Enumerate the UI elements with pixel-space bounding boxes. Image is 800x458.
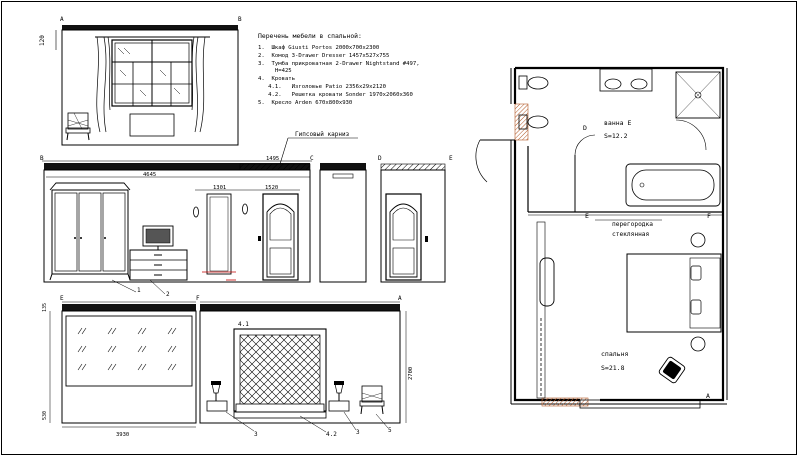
armchair-plan <box>658 356 686 384</box>
callout-2: 2 <box>166 291 170 298</box>
spec-item-5: 5. Кресло Arden 670x800x930 <box>258 100 352 106</box>
elevation-b-wardrobe-wall: B C Гипсовый карниз 4645 1495 1301 1520 <box>40 131 358 298</box>
glass-partition-marks <box>77 327 177 371</box>
callout-1: 1 <box>137 287 141 294</box>
elevation-b-mark: B <box>40 155 44 162</box>
bed-plan <box>626 253 722 333</box>
wardrobe-elevation <box>49 182 131 281</box>
spec-item-2: 2. Комод 3-Drawer Dresser 1457x527x755 <box>258 53 389 59</box>
bedroom-area: S=21.8 <box>601 364 625 372</box>
spec-item-3: 3. Тумба прикроватная 2-Drawer Nightstan… <box>258 60 420 67</box>
furniture-spec-list: Перечень мебели в спальной: 1. Шкаф Gius… <box>258 32 420 106</box>
bedroom-name: спальня <box>601 350 628 358</box>
spec-item-4-1: 4.1. Изголовье Patio 2356x29x2120 <box>258 84 386 90</box>
bathroom-area: S=12.2 <box>604 132 628 140</box>
callout-3-right: 3 <box>356 429 360 436</box>
callout-4-2: 4.2 <box>326 431 337 438</box>
elevation-d-panel: D E <box>378 155 453 283</box>
plan-mark-f: F <box>707 212 711 220</box>
plan-mark-a: A <box>706 392 710 400</box>
elevation-a-left-mark: A <box>60 16 64 23</box>
spec-item-1: 1. Шкаф Giusti Portos 2000x700x2300 <box>258 45 379 51</box>
elevation-f-bed-wall: A 2700 4.1 <box>199 295 414 438</box>
elevation-e-mark: E <box>449 155 453 162</box>
bathroom-name: ванна Е <box>604 119 631 127</box>
spec-item-4-2: 4.2. Решетка кровати Sonder 1970x2060x36… <box>258 92 413 98</box>
nightstand-right <box>328 381 350 412</box>
door-elevation-b <box>258 193 299 281</box>
dimension-1301: 1301 <box>213 185 226 191</box>
armchair-elevation-f <box>359 385 385 415</box>
elevation-c-panel <box>319 163 367 283</box>
elevation-f-bottom-mark: F <box>196 295 200 302</box>
elevation-b-right-mark: B <box>238 16 242 23</box>
callout-4-1: 4.1 <box>238 321 249 328</box>
nightstand-left <box>206 381 228 412</box>
dimension-135: 135 <box>42 303 48 312</box>
armchair-elevation-a <box>65 112 91 141</box>
headboard-elevation <box>233 328 327 419</box>
cornice-label: Гипсовый карниз <box>295 131 350 138</box>
spec-item-4: 4. Кровать <box>258 76 295 82</box>
spec-title: Перечень мебели в спальной: <box>258 32 362 40</box>
dimension-2700: 2700 <box>408 367 414 380</box>
elevation-a-bottom-mark: A <box>398 295 402 302</box>
elevation-e-bottom-mark: E <box>60 295 64 302</box>
dimension-1520: 1520 <box>265 185 278 191</box>
dimension-4645: 4645 <box>143 172 156 178</box>
elevation-c-mark: C <box>310 155 314 162</box>
partition-label: перегородка <box>612 221 653 228</box>
elevation-e-wall: E F 135 530 3930 <box>42 295 200 438</box>
spec-item-3-height: H=425 <box>258 68 292 74</box>
dimension-3930: 3930 <box>116 432 129 438</box>
dimension-120: 120 <box>39 35 46 46</box>
dimension-1495: 1495 <box>266 156 279 162</box>
callout-3-left: 3 <box>254 431 258 438</box>
plan-mark-d: D <box>583 124 587 132</box>
elevation-d-mark: D <box>378 155 382 162</box>
partition-label-2: стеклянная <box>612 231 649 238</box>
elevation-a-window-wall: A B 120 <box>39 16 242 146</box>
plan-mark-e: E <box>585 212 589 220</box>
callout-5: 5 <box>388 427 392 434</box>
floor-plan: D ванна Е S=12.2 E перегородка стеклянна… <box>475 66 728 409</box>
dimension-530: 530 <box>42 411 48 420</box>
dresser-elevation <box>129 225 188 281</box>
